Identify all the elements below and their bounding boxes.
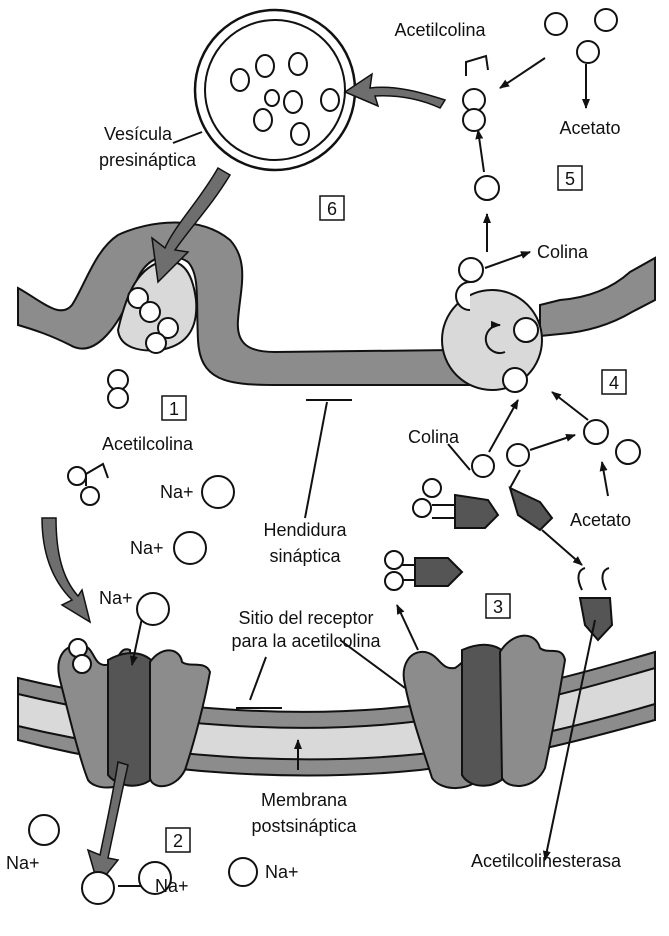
choline-molecule [475, 176, 499, 200]
label-acetato-mid: Acetato [570, 510, 631, 530]
step-2-box: 2 [166, 828, 190, 852]
label-na-4: Na+ [6, 853, 40, 873]
step-3-label: 3 [493, 597, 503, 617]
label-vesicula: Vesícula [104, 124, 173, 144]
diffusion-arrow [42, 518, 90, 622]
step-4-label: 4 [609, 373, 619, 393]
vesicle-molecule [140, 302, 160, 322]
step-1-label: 1 [169, 399, 179, 419]
acetylcholine-molecule [108, 388, 128, 408]
receptor-channel-left [58, 639, 210, 788]
choline-molecule [507, 444, 529, 466]
sodium-ion [137, 593, 169, 625]
choline-molecule [472, 455, 494, 477]
step-1-box: 1 [162, 396, 186, 420]
presynaptic-vesicle [195, 10, 355, 170]
bound-choline [514, 318, 538, 342]
label-na-1: Na+ [160, 482, 194, 502]
vesicle-molecule [146, 333, 166, 353]
acetate-molecule [545, 13, 567, 35]
acetylcholine-molecule [463, 89, 485, 111]
sodium-ion [202, 476, 234, 508]
bound-choline [503, 368, 527, 392]
label-membrana: Membrana [261, 790, 348, 810]
label-acetilcolinesterasa: Acetilcolinesterasa [471, 851, 622, 871]
label-colina-top: Colina [537, 242, 589, 262]
label-colina-mid: Colina [408, 427, 460, 447]
choline-molecule [577, 41, 599, 63]
label-acetilcolina-top: Acetilcolina [394, 20, 486, 40]
acetylcholine-molecule [463, 109, 485, 131]
step-6-box: 6 [320, 196, 344, 220]
acetate-molecule [584, 420, 608, 444]
label-na-3: Na+ [99, 588, 133, 608]
label-sitio-2: para la acetilcolina [231, 631, 381, 651]
step-5-box: 5 [558, 166, 582, 190]
label-na-6: Na+ [265, 862, 299, 882]
acetate-molecule [595, 9, 617, 31]
recycle-to-vesicle-arrow [345, 74, 445, 108]
enzyme-vertical [580, 598, 612, 640]
presynaptic-membrane-left [18, 223, 470, 386]
acetate-molecule [616, 440, 640, 464]
step-3-box: 3 [486, 594, 510, 618]
step-6-label: 6 [327, 199, 337, 219]
enzyme-with-substrate [455, 495, 498, 528]
label-hendidura: Hendidura [263, 520, 347, 540]
label-acetato-top: Acetato [559, 118, 620, 138]
label-sitio-1: Sitio del receptor [238, 608, 373, 628]
choline-molecule [459, 258, 483, 282]
enzyme-with-acetylcholine [415, 558, 462, 586]
acetylcholine-molecule [81, 487, 99, 505]
label-sinaptica: sináptica [269, 546, 341, 566]
label-na-5: Na+ [155, 876, 189, 896]
step-2-label: 2 [173, 831, 183, 851]
label-acetilcolina-left: Acetilcolina [102, 434, 194, 454]
sodium-ion [82, 872, 114, 904]
label-na-2: Na+ [130, 538, 164, 558]
presynaptic-membrane-right [540, 258, 655, 336]
label-presinaptica: presináptica [99, 150, 197, 170]
sodium-ion [29, 815, 59, 845]
acetylcholine-molecule [68, 467, 86, 485]
label-postsinaptica: postsináptica [251, 816, 357, 836]
step-5-label: 5 [565, 169, 575, 189]
sodium-ion [174, 532, 206, 564]
sodium-ion [229, 858, 257, 886]
receptor-channel-right [404, 636, 565, 788]
enzyme-free [510, 488, 552, 530]
step-4-box: 4 [602, 370, 626, 394]
